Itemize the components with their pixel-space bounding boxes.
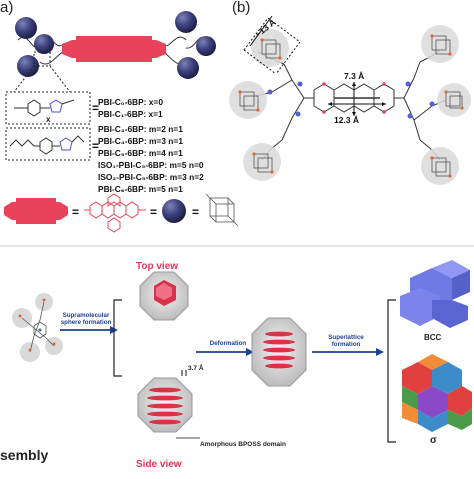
- molecular-model: [229, 15, 471, 185]
- single-molecule-model: [12, 293, 63, 362]
- legend-line-8: PBI-C₆-6BP: m=5 n=1: [98, 184, 183, 194]
- bcc-label: BCC: [424, 333, 442, 342]
- molecule-schematic: [13, 11, 216, 93]
- sigma-label: σ: [430, 435, 437, 446]
- svg-text:=: =: [192, 205, 199, 219]
- sigma-lattice: [402, 354, 472, 432]
- linker-x-label: x: [46, 115, 51, 124]
- bposs-domain-label: Amorphous BPOSS domain: [200, 441, 286, 448]
- legend-line-2: PBI-C₁-6BP: x=1: [98, 109, 163, 119]
- legend-line-4: PBI-C₄-6BP: m=3 n=1: [98, 136, 183, 146]
- assembly-label: sembly: [0, 447, 49, 463]
- step-deformation: Deformation: [209, 340, 247, 347]
- linker-structure-mn: [5, 127, 91, 161]
- legend-line-7: ISO₂-PBI-C₅-6BP: m=3 n=2: [98, 172, 204, 182]
- distance-7-3A: 7.3 Å: [344, 71, 365, 81]
- equals-sign-1: =: [92, 101, 99, 115]
- panel-label-a: a): [0, 0, 14, 16]
- side-view-sphere: [137, 370, 200, 439]
- layer-spacing-label: 3.7 Å: [188, 365, 204, 372]
- distance-12-3A: 12.3 Å: [334, 115, 360, 125]
- side-view-label: Side view: [136, 459, 182, 470]
- step-sphere-formation: Supramolecular sphere formation: [60, 312, 112, 327]
- pbi-core-legend: = = =: [4, 193, 239, 233]
- bcc-lattice: [400, 260, 470, 328]
- step-superlattice-formation: Superlattice formation: [328, 334, 364, 349]
- top-view-sphere: [139, 271, 189, 321]
- legend-line-6: ISO₁-PBI-C₅-6BP: m=5 n=0: [98, 160, 204, 170]
- svg-text:=: =: [72, 205, 79, 219]
- linker-structure-x: [5, 91, 91, 125]
- legend-line-3: PBI-C₃-6BP: m=2 n=1: [98, 124, 183, 134]
- top-view-label: Top view: [136, 261, 179, 272]
- legend-line-5: PBI-C₅-6BP: m=4 n=1: [98, 148, 183, 158]
- poss-cages-b: [229, 25, 471, 185]
- deformed-sphere: [251, 317, 307, 387]
- equals-sign-2: =: [92, 139, 99, 153]
- legend-line-1: PBI-C₀-6BP: x=0: [98, 97, 163, 107]
- panel-label-b: (b): [232, 0, 251, 16]
- svg-text:=: =: [150, 205, 157, 219]
